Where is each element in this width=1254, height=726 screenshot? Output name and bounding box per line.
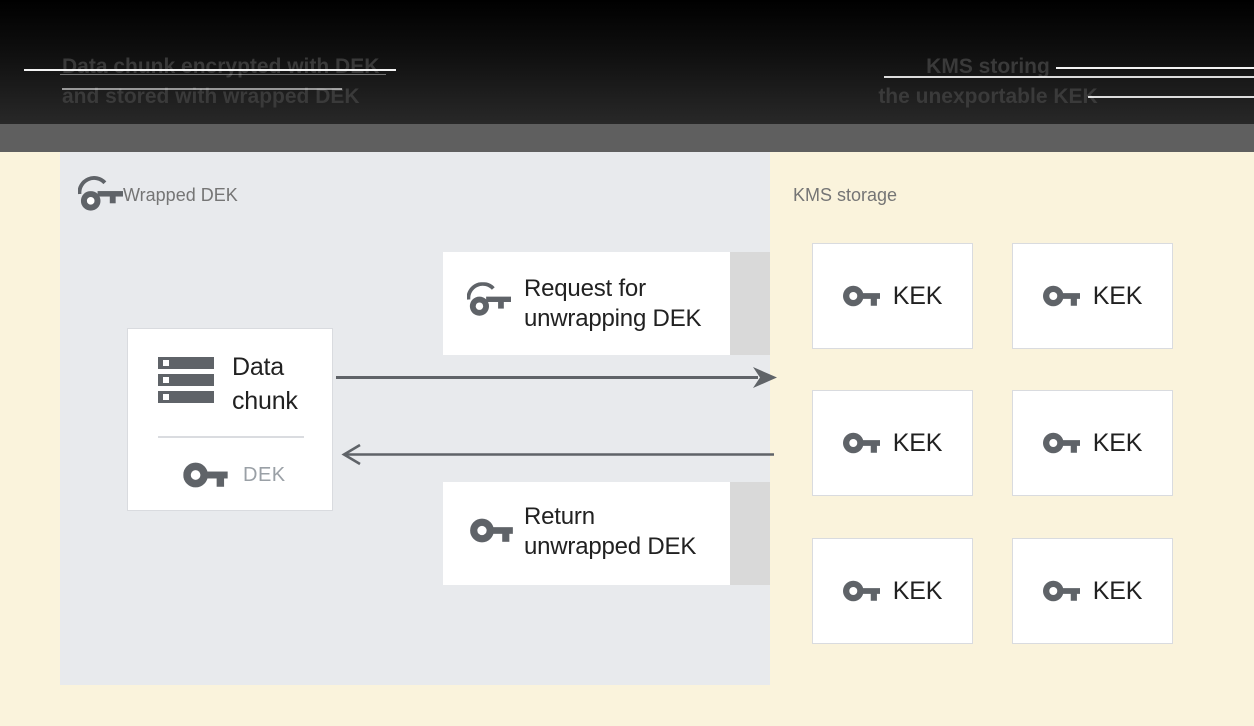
kek-box: KEK — [812, 390, 973, 496]
kek-label: KEK — [1092, 281, 1143, 310]
streak-line — [1088, 96, 1254, 98]
wrapped-key-icon — [78, 176, 123, 212]
divider-bar — [0, 124, 1254, 152]
kek-label: KEK — [1092, 576, 1143, 605]
data-chunk-divider — [158, 436, 304, 438]
dek-key-icon — [183, 462, 228, 488]
left-caption-line2: and stored with wrapped DEK — [62, 85, 360, 108]
kek-box: KEK — [812, 538, 973, 644]
kek-label: KEK — [892, 428, 943, 457]
request-label-line2: unwrapping DEK — [524, 304, 702, 332]
request-unwrap-box: Request for unwrapping DEK — [443, 252, 730, 355]
streak-line — [24, 69, 396, 71]
left-caption: Data chunk encrypted with DEK and stored… — [62, 52, 442, 112]
streak-line — [1056, 66, 1254, 69]
key-icon — [843, 285, 880, 307]
return-box-shadow — [730, 482, 770, 585]
request-arrow — [336, 367, 777, 388]
right-caption-line1: KMS storing — [926, 55, 1050, 78]
kek-label: KEK — [892, 281, 943, 310]
streak-line — [884, 75, 1254, 78]
right-caption-line2: the unexportable KEK — [878, 85, 1098, 108]
return-unwrapped-box: Return unwrapped DEK — [443, 482, 730, 585]
wrapped-dek-panel-label: Wrapped DEK — [123, 185, 238, 205]
key-icon — [470, 518, 513, 543]
dek-label: DEK — [243, 464, 286, 486]
left-caption-line1: Data chunk encrypted with DEK — [62, 55, 380, 78]
data-chunk-label-line2: chunk — [232, 387, 298, 415]
wrapped-key-icon — [467, 282, 511, 317]
request-box-shadow — [730, 252, 770, 355]
key-icon — [1043, 580, 1080, 602]
return-label-line2: unwrapped DEK — [524, 532, 697, 560]
return-arrow — [341, 443, 774, 466]
kek-box: KEK — [1012, 390, 1173, 496]
server-stack-icon — [158, 357, 214, 403]
return-label-line1: Return — [524, 503, 595, 530]
streak-line — [60, 73, 386, 75]
key-icon — [843, 580, 880, 602]
key-icon — [1043, 432, 1080, 454]
streak-line — [62, 88, 342, 90]
kek-label: KEK — [1092, 428, 1143, 457]
kek-box: KEK — [812, 243, 973, 349]
kek-box: KEK — [1012, 538, 1173, 644]
kek-label: KEK — [892, 576, 943, 605]
request-unwrap-label: Request for unwrapping DEK — [524, 274, 702, 333]
caption-band: Data chunk encrypted with DEK and stored… — [0, 0, 1254, 124]
kms-storage-label: KMS storage — [793, 185, 898, 205]
key-icon — [843, 432, 880, 454]
kek-box: KEK — [1012, 243, 1173, 349]
return-unwrapped-label: Return unwrapped DEK — [524, 502, 696, 561]
request-label-line1: Request for — [524, 275, 646, 302]
right-caption: KMS storing the unexportable KEK — [838, 52, 1138, 112]
data-chunk-label-line1: Data — [232, 353, 285, 381]
key-icon — [1043, 285, 1080, 307]
data-chunk-label: Data chunk — [232, 350, 298, 418]
data-chunk-box: Data chunk DEK — [127, 328, 333, 511]
